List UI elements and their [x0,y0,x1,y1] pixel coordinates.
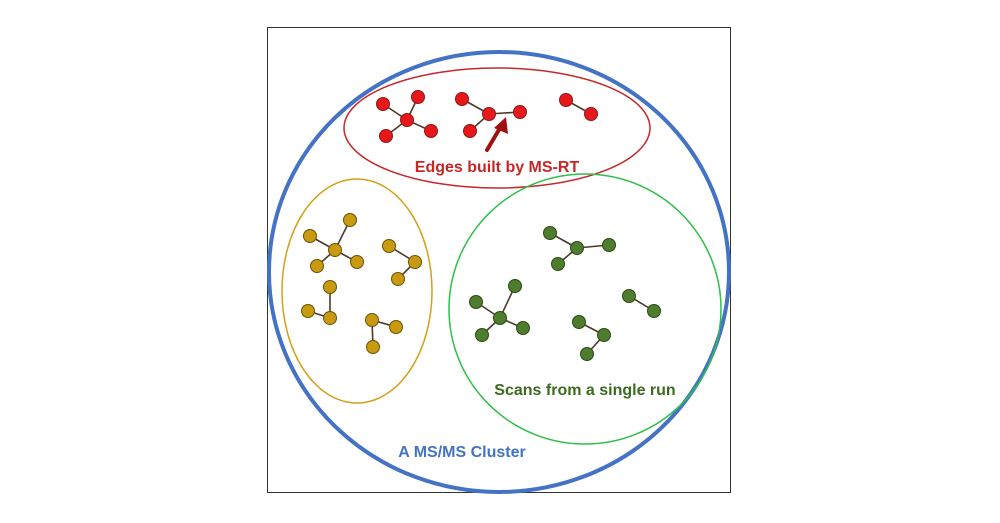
green-node [508,279,522,293]
red-node [379,129,393,143]
green-node [469,295,483,309]
gold-node [301,304,315,318]
red-group-label: Edges built by MS-RT [415,159,580,176]
green-node [570,241,584,255]
gold-node [343,213,357,227]
gold-nodes [301,213,422,354]
green-node [516,321,530,335]
gold-node [310,259,324,273]
red-node [400,113,414,127]
green-group-label: Scans from a single run [494,382,675,399]
green-group-outline [448,173,722,445]
green-node [602,238,616,252]
green-node [647,304,661,318]
gold-node [382,239,396,253]
gold-node [350,255,364,269]
gold-node [323,280,337,294]
gold-node [365,313,379,327]
green-nodes [469,226,661,361]
ms-ms-cluster-outline [267,50,731,494]
gold-node [323,311,337,325]
gold-node [391,272,405,286]
red-node [513,105,527,119]
red-node [463,124,477,138]
gold-node [366,340,380,354]
red-node [376,97,390,111]
edge-arrow [485,117,508,152]
gold-node [328,243,342,257]
green-node [543,226,557,240]
red-node [455,92,469,106]
cluster-label: A MS/MS Cluster [398,444,525,461]
red-group-outline [343,67,651,189]
gold-group-outline [281,178,433,404]
gold-node [408,255,422,269]
red-node [559,93,573,107]
gold-node [389,320,403,334]
green-node [572,315,586,329]
green-node [622,289,636,303]
green-node [597,328,611,342]
red-node [584,107,598,121]
green-node [580,347,594,361]
red-nodes [376,90,598,143]
red-node [482,107,496,121]
figure-frame [267,27,731,493]
gold-node [303,229,317,243]
green-node [551,257,565,271]
red-node [411,90,425,104]
red-node [424,124,438,138]
edges [307,96,655,355]
green-node [493,311,507,325]
green-node [475,328,489,342]
